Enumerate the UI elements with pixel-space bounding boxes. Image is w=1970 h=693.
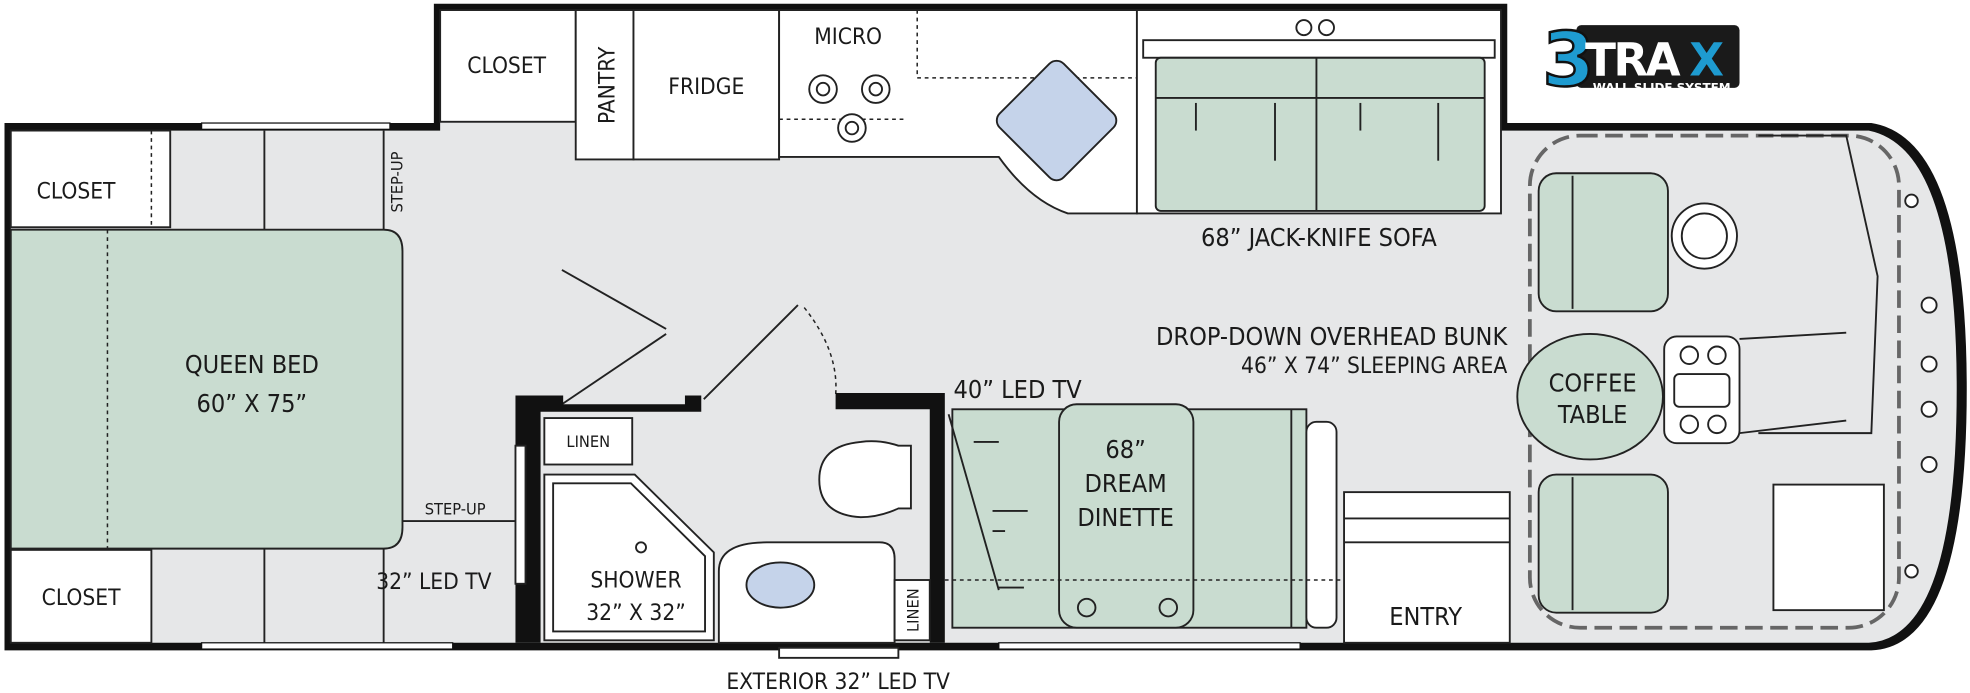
shower-drain [635,541,647,554]
table-leg [1076,597,1097,618]
svg-text:TRA: TRA [1585,33,1681,86]
bathroom-wall [835,392,945,643]
exterior-tv [778,646,900,659]
dinette-end-panel [1305,420,1338,629]
linen-closet-2 [893,579,931,642]
window [200,642,454,650]
cup-holder [1679,345,1700,366]
svg-text:3: 3 [1542,15,1594,103]
table-leg [1158,597,1179,618]
cup-holder [1707,345,1727,366]
closet-bottom-left [9,548,153,644]
cup-holder [1679,414,1700,435]
3trax-logo: 3 TRA X WALL SLIDE SYSTEM [1541,14,1740,105]
driver-seat [1537,172,1669,313]
sofa-label: 68” JACK-KNIFE SOFA [1201,223,1437,252]
passenger-footwell [1772,483,1885,612]
door-swing-arc [803,307,837,396]
step-up-top-label: STEP-UP [387,151,406,212]
shower [543,473,715,642]
vanity-sink [745,561,816,609]
dashboard-outline [1758,134,1879,435]
pantry-label: PANTRY [595,46,621,124]
dinette-label-3: DINETTE [1077,503,1174,532]
coffee-table-label-1: COFFEE [1549,369,1637,398]
sink [995,59,1118,182]
shower-size: 32” X 32” [586,600,686,626]
closet-slide-label: CLOSET [467,53,546,79]
fridge-label: FRIDGE [668,74,744,100]
dinette-label-2: DREAM [1084,469,1166,498]
steering-wheel-inner [1680,212,1728,260]
windshield-lights [1904,193,1938,579]
bedroom-tv [514,444,527,585]
dashboard-outline [1739,331,1847,435]
cup-holder [1707,414,1727,435]
bedroom-tv-label: 32” LED TV [376,569,491,595]
bunk-size: 46” X 74” SLEEPING AREA [1241,353,1507,379]
coffee-table [1516,333,1664,461]
queen-bed-label: QUEEN BED [185,350,319,379]
dinette-label-1: 68” [1105,435,1145,464]
window [200,122,391,130]
dinette-seat-belts [973,440,1028,589]
queen-bed [9,228,404,550]
sofa-back-shelf [1142,39,1496,59]
jack-knife-sofa [1154,56,1486,212]
dash-console [1663,335,1741,445]
fridge [632,9,781,161]
bedroom-door [561,269,667,330]
bedroom-door [561,333,667,406]
entry-steps [1343,491,1511,644]
linen-2-label: LINEN [903,588,922,632]
svg-text:X: X [1689,33,1724,86]
shower-label: SHOWER [590,568,681,594]
dinette-tv [947,414,1000,591]
closet-top-left [9,129,172,229]
dinette-table [1058,403,1195,629]
bathroom-wall [515,395,702,643]
closet-bottom-left-label: CLOSET [42,585,121,611]
linen-label: LINEN [566,432,610,451]
closet-top-left-label: CLOSET [37,178,116,204]
window [998,642,1301,650]
entry-label: ENTRY [1389,602,1462,631]
passenger-seat [1537,473,1669,614]
cabinet-knob [1318,19,1335,37]
linen-closet [543,417,634,466]
coffee-table-label-2: TABLE [1557,400,1628,429]
svg-text:WALL SLIDE SYSTEM: WALL SLIDE SYSTEM [1593,81,1731,95]
exterior-tv-label: EXTERIOR 32” LED TV [726,669,950,693]
shower-pan [552,482,706,633]
queen-bed-size: 60” X 75” [197,389,308,418]
bathroom-door [703,304,799,400]
sofa-seat-belts [1194,102,1440,161]
cabinet-knob [1295,19,1313,37]
micro-label: MICRO [814,24,882,50]
stove-burners [808,74,891,143]
step-up-bottom-label: STEP-UP [425,500,486,519]
console-tray [1673,373,1731,408]
closet-slide [439,9,577,123]
dinette-tv-label: 40” LED TV [954,375,1083,404]
bunk-label: DROP-DOWN OVERHEAD BUNK [1156,322,1508,351]
toilet [818,440,912,519]
